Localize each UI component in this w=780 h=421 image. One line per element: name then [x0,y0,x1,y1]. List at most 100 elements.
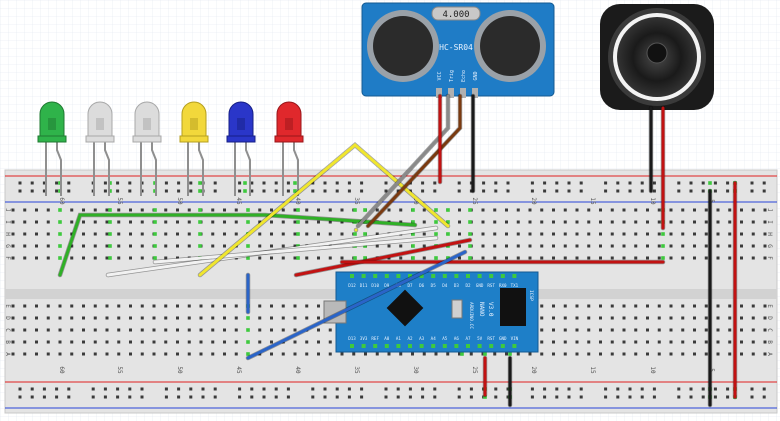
icsp-label: ICSP [528,290,534,301]
terminal-hole [458,220,461,224]
terminal-hole [575,232,579,236]
terminal-hole [234,304,238,308]
terminal-hole [763,256,767,260]
wire [246,250,467,360]
connected-hole [460,352,464,356]
terminal-hole [129,352,132,356]
terminal-hole [669,244,673,248]
terminal-hole [117,352,121,356]
wire [198,143,450,277]
rail-hole [189,395,193,399]
rail-hole [18,395,22,399]
connected-hole [246,220,250,224]
terminal-hole [140,316,144,320]
rail-hole [201,395,205,399]
terminal-hole [164,328,168,332]
rail-hole [482,181,486,185]
terminal-hole [505,244,508,248]
terminal-hole [223,352,226,356]
terminal-hole [211,208,215,212]
terminal-hole [493,244,497,248]
terminal-hole [751,328,755,332]
terminal-hole [164,208,168,212]
terminal-hole [11,340,15,344]
rail-hole [238,189,242,193]
terminal-hole [610,244,614,248]
sensor-pin-label: Echo [461,70,467,82]
terminal-hole [176,316,179,320]
connected-hole [661,232,665,236]
terminal-hole [187,232,191,236]
terminal-hole [669,304,673,308]
column-number-label: 45 [235,197,242,205]
reset-button [451,299,463,319]
terminal-hole [129,316,132,320]
rail-hole [30,387,34,391]
rail-hole [506,387,510,391]
terminal-hole [575,256,579,260]
led-die [237,118,245,130]
terminal-hole [740,244,743,248]
rail-hole [543,189,547,193]
terminal-hole [610,340,614,344]
connected-hole [296,220,300,224]
terminal-hole [23,220,27,224]
terminal-hole [622,340,626,344]
terminal-hole [575,340,579,344]
terminal-hole [528,220,532,224]
terminal-hole [575,316,579,320]
terminal-hole [634,304,638,308]
led-rim [37,135,67,143]
terminal-hole [105,256,109,260]
terminal-hole [411,352,414,356]
terminal-hole [270,244,273,248]
rail-hole [42,395,46,399]
terminal-hole [328,220,332,224]
rail-hole [652,189,656,193]
terminal-hole [11,256,15,260]
terminal-hole [610,304,614,308]
connected-hole [246,352,250,356]
pin-label: 5V [477,336,483,341]
terminal-hole [23,244,27,248]
terminal-hole [540,220,544,224]
rail-hole [286,189,290,193]
terminal-hole [11,316,15,320]
terminal-hole [58,304,62,308]
terminal-hole [422,352,426,356]
terminal-hole [763,316,767,320]
rail-hole [555,387,559,391]
terminal-hole [481,220,485,224]
terminal-hole [751,244,755,248]
arduino-model-label: NANO [478,302,485,317]
rail-hole [396,395,400,399]
rail-hole [652,387,656,391]
rail-hole [67,181,71,185]
terminal-hole [140,304,144,308]
rail-hole [201,387,205,391]
terminal-hole [305,352,309,356]
terminal-hole [340,256,344,260]
breadboard-holes [11,181,767,399]
rail-hole [262,189,266,193]
column-number-label: 50 [176,197,183,205]
terminal-hole [728,244,732,248]
led-die [285,118,293,130]
connected-hole [411,232,415,236]
connected-hole [246,256,250,260]
rail-hole [213,181,217,185]
terminal-hole [599,244,602,248]
connected-hole [198,189,202,193]
terminal-hole [516,232,520,236]
rail-hole [18,181,22,185]
terminal-hole [305,208,309,212]
terminal-hole [164,316,168,320]
terminal-hole [23,328,27,332]
rail-hole [543,395,547,399]
led-rim [132,135,162,143]
pin-label: REF [371,336,379,341]
terminal-hole [211,220,215,224]
rail-hole [652,181,656,185]
